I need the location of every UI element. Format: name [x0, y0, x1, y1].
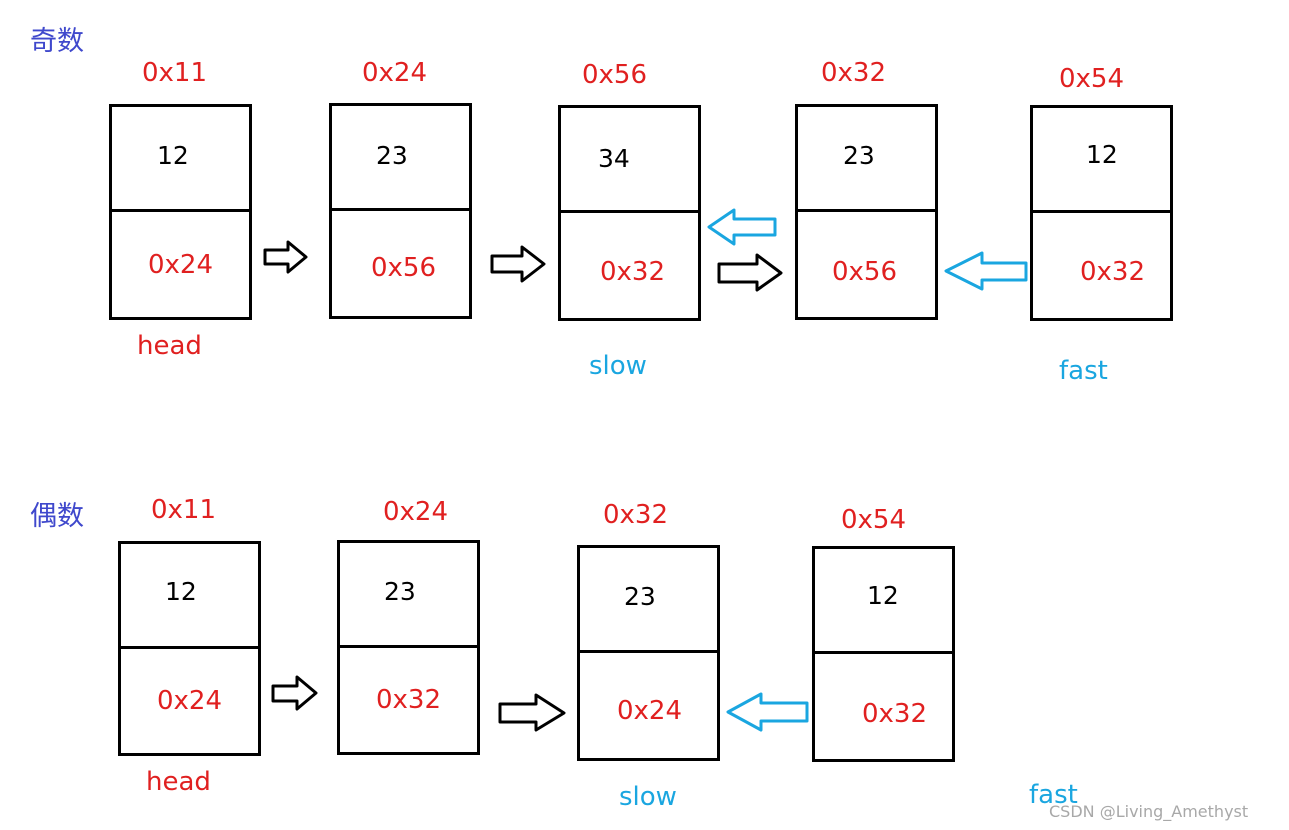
even-arrow-1-2	[271, 675, 318, 711]
odd-node-4-value: 23	[843, 141, 875, 170]
odd-node-3-address: 0x56	[582, 60, 648, 90]
odd-arrow-4-3-blue	[707, 208, 777, 246]
odd-node-4-next: 0x56	[832, 257, 898, 287]
even-fast-label: fast	[1029, 780, 1078, 810]
even-slow-label: slow	[619, 782, 677, 812]
even-node-4-value: 12	[867, 581, 899, 610]
odd-arrow-5-4-blue	[944, 251, 1028, 291]
even-node-3-address: 0x32	[603, 500, 669, 530]
odd-arrow-3-4	[717, 253, 783, 292]
odd-arrow-1-2	[263, 240, 308, 274]
odd-fast-label: fast	[1059, 356, 1108, 386]
odd-arrow-2-3	[490, 245, 546, 283]
odd-node-3-value: 34	[598, 144, 630, 173]
even-node-4-next: 0x32	[862, 699, 928, 729]
odd-node-4-address: 0x32	[821, 58, 887, 88]
even-node-2-address: 0x24	[383, 497, 449, 527]
odd-node-2	[329, 103, 472, 319]
even-node-4-address: 0x54	[841, 505, 907, 535]
odd-node-5-address: 0x54	[1059, 64, 1125, 94]
odd-node-1-value: 12	[157, 141, 189, 170]
odd-node-4	[795, 104, 938, 320]
odd-node-5-next: 0x32	[1080, 257, 1146, 287]
even-node-1-address: 0x11	[151, 495, 217, 525]
even-node-4	[812, 546, 955, 762]
even-node-1-next: 0x24	[157, 686, 223, 716]
odd-node-5-value: 12	[1086, 140, 1118, 169]
odd-node-1-next: 0x24	[148, 250, 214, 280]
odd-node-2-value: 23	[376, 141, 408, 170]
odd-node-1-address: 0x11	[142, 58, 208, 88]
watermark: CSDN @Living_Amethyst	[1049, 802, 1249, 821]
odd-title: 奇数	[30, 26, 84, 57]
odd-node-1	[109, 104, 252, 320]
even-title: 偶数	[30, 501, 84, 532]
even-arrow-2-3	[498, 693, 566, 732]
even-node-1-value: 12	[165, 577, 197, 606]
odd-node-2-address: 0x24	[362, 58, 428, 88]
even-node-1	[118, 541, 261, 756]
odd-slow-label: slow	[589, 351, 647, 381]
odd-node-5	[1030, 105, 1173, 321]
even-node-2-next: 0x32	[376, 685, 442, 715]
even-head-label: head	[146, 767, 211, 797]
even-node-3	[577, 545, 720, 761]
even-node-2-value: 23	[384, 577, 416, 606]
odd-head-label: head	[137, 331, 202, 361]
even-node-3-next: 0x24	[617, 696, 683, 726]
even-arrow-4-3-blue	[726, 692, 809, 732]
even-node-3-value: 23	[624, 582, 656, 611]
even-node-2	[337, 540, 480, 755]
odd-node-2-next: 0x56	[371, 253, 437, 283]
odd-node-3-next: 0x32	[600, 257, 666, 287]
odd-node-3	[558, 105, 701, 321]
